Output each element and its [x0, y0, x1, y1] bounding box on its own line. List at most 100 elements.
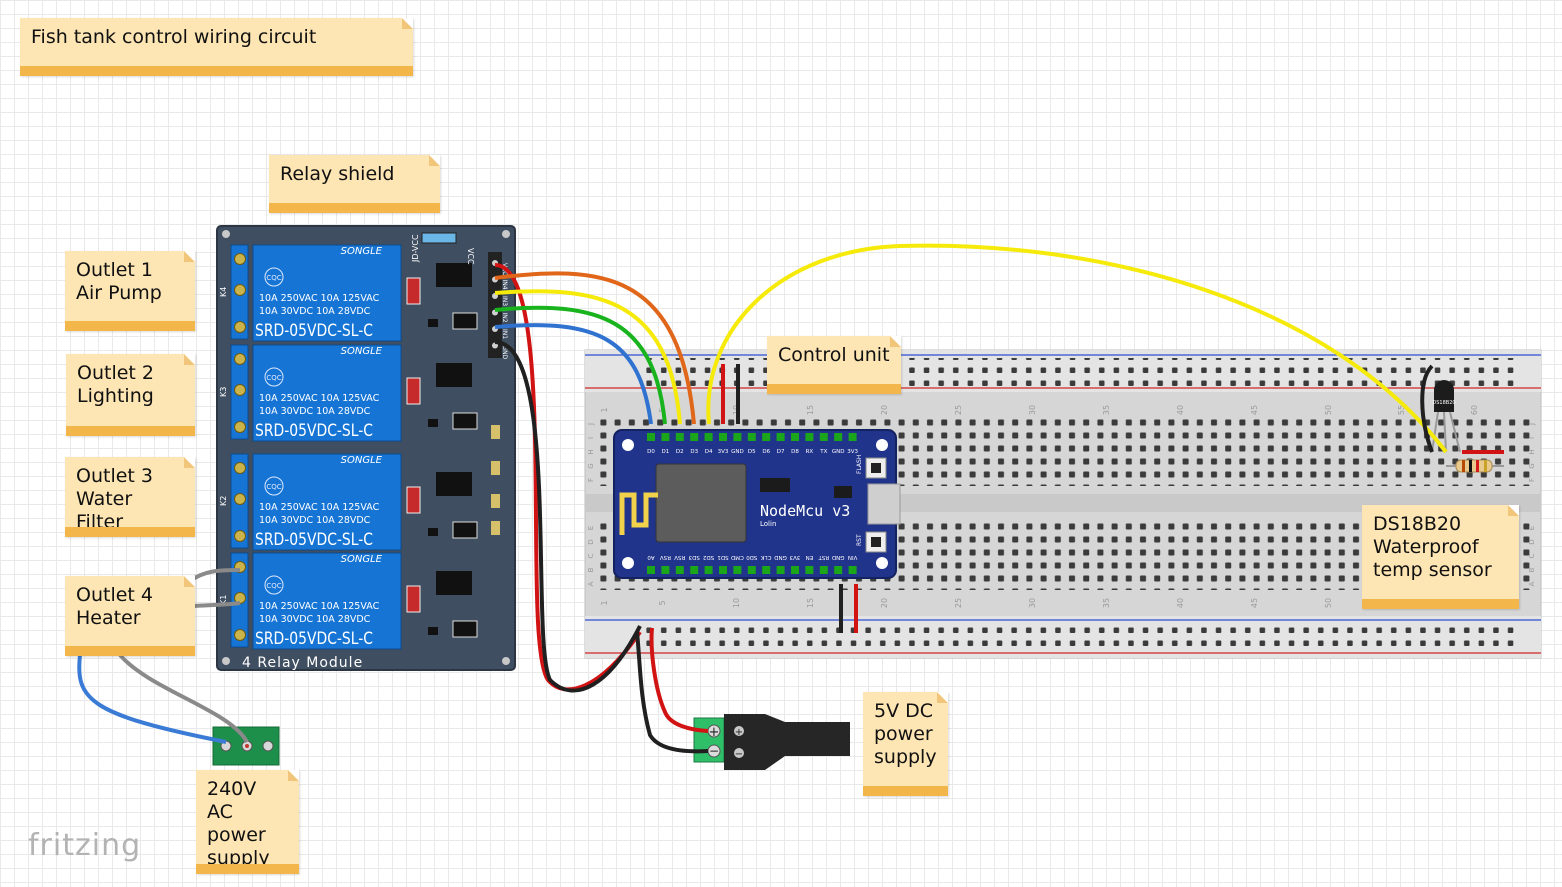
mcu-pin[interactable] — [675, 566, 684, 574]
relay-channel-label: K1 — [219, 595, 228, 605]
screw-icon[interactable] — [234, 493, 246, 505]
row-letter: A — [587, 581, 595, 586]
mcu-pin[interactable] — [805, 566, 814, 574]
mcu-pin[interactable] — [747, 433, 756, 441]
screw-icon[interactable] — [234, 421, 246, 433]
mcu-pin-label: D7 — [777, 449, 785, 455]
usb-port[interactable] — [867, 483, 901, 525]
mcu-pin-label: SD1 — [717, 554, 728, 560]
mount-hole — [876, 557, 888, 569]
wire-heater-gray-2[interactable] — [192, 601, 241, 608]
wire-ac-blue[interactable] — [77, 654, 227, 744]
mcu-pin[interactable] — [834, 433, 843, 441]
column-number: 1 — [600, 600, 609, 605]
mcu-pin[interactable] — [704, 566, 713, 574]
row-letter: E — [587, 526, 595, 530]
column-number: 35 — [1102, 405, 1111, 415]
mcu-pin[interactable] — [719, 433, 727, 441]
mcu-pin[interactable] — [647, 433, 655, 441]
mcu-pin[interactable] — [848, 566, 857, 574]
screw-icon[interactable] — [234, 462, 246, 474]
screw-icon[interactable] — [234, 530, 246, 542]
wire-gnd-black[interactable] — [494, 340, 642, 693]
outlet1-note: Outlet 1 Air Pump — [65, 251, 195, 331]
relay-rating-ac: 10A 250VAC 10A 125VAC — [259, 601, 380, 612]
row-letter: G — [587, 463, 595, 468]
mcu-pin[interactable] — [791, 566, 799, 574]
mcu-pin-label: 3V3 — [847, 449, 858, 455]
screw-icon[interactable] — [234, 253, 246, 265]
screw-icon[interactable] — [234, 353, 246, 365]
wire-dc-plus[interactable] — [649, 627, 709, 733]
wire-ac-gray[interactable] — [118, 653, 249, 744]
relay-cert: CQC — [266, 274, 281, 282]
screw-icon[interactable] — [234, 384, 246, 396]
smd-cap — [491, 425, 500, 439]
mcu-pin[interactable] — [690, 566, 699, 574]
mcu-pin[interactable] — [819, 566, 828, 574]
mcu-pin[interactable] — [719, 566, 727, 574]
mcu-pin[interactable] — [848, 433, 857, 441]
ac-supply-note: 240V AC power supply — [196, 770, 299, 874]
screw-icon[interactable] — [234, 284, 246, 296]
mcu-pin[interactable] — [704, 433, 713, 441]
header-pin-label: IN4 — [501, 280, 508, 290]
mcu-pin[interactable] — [805, 433, 814, 441]
mcu-pin[interactable] — [675, 433, 684, 441]
mcu-pin[interactable] — [747, 566, 756, 574]
mcu-pin[interactable] — [762, 566, 771, 574]
cqc-mark-icon — [264, 367, 284, 387]
mcu-pin[interactable] — [733, 433, 742, 441]
rst-label: RST — [856, 534, 863, 546]
row-letter: G — [1528, 463, 1536, 468]
jd-vcc-jumper[interactable] — [421, 232, 457, 244]
relay-body — [252, 552, 402, 650]
pullup-resistor — [1446, 459, 1504, 473]
mcu-pin[interactable] — [776, 433, 785, 441]
mcu-pin[interactable] — [647, 566, 655, 574]
mcu-pin[interactable] — [762, 433, 771, 441]
wire-in3-yellow[interactable] — [494, 289, 682, 425]
mcu-pin[interactable] — [819, 433, 828, 441]
mcu-pin-label: D3 — [690, 449, 698, 455]
wire-in2-green[interactable] — [494, 305, 667, 425]
mcu-pin-label: D4 — [705, 449, 713, 455]
column-number: 55 — [1397, 405, 1406, 415]
wire-sensor-data-yellow[interactable] — [706, 243, 1448, 454]
mcu-pin-label: RST — [818, 554, 829, 560]
relay-rating-dc: 10A 30VDC 10A 28VDC — [259, 406, 371, 417]
mcu-pin[interactable] — [690, 433, 699, 441]
mcu-pin[interactable] — [661, 566, 670, 574]
mcu-pin[interactable] — [776, 566, 785, 574]
row-letter: J — [587, 423, 595, 426]
relay-channel-label: K4 — [219, 287, 228, 297]
wire-vcc-red[interactable] — [494, 263, 642, 692]
mcu-pin-label: TX — [819, 449, 827, 455]
row-letter: I — [587, 437, 595, 439]
row-letter: F — [587, 478, 595, 482]
mcu-pin[interactable] — [733, 566, 742, 574]
svg-text:−: − — [735, 749, 743, 760]
mcu-pin-label: 3V3 — [789, 554, 800, 560]
mcu-pin[interactable] — [791, 433, 799, 441]
mcu-pin-label: D1 — [662, 449, 670, 455]
wire-in4-orange[interactable] — [494, 271, 696, 425]
row-letter: C — [587, 553, 595, 558]
esp-module-shield — [655, 463, 747, 543]
relay-body — [252, 344, 402, 442]
screw-icon[interactable] — [234, 629, 246, 641]
screw-icon[interactable] — [234, 321, 246, 333]
nodemcu-maker: Lolin — [760, 520, 776, 528]
row-letter: F — [1528, 478, 1536, 482]
mcu-pin[interactable] — [834, 566, 843, 574]
wire-sensor-gnd[interactable] — [1420, 364, 1434, 453]
mcu-pin[interactable] — [661, 433, 670, 441]
wire-in1-blue[interactable] — [494, 323, 653, 425]
row-letter: B — [1528, 567, 1536, 572]
wire-dc-minus[interactable] — [635, 631, 709, 754]
relay-brand: SONGLE — [341, 554, 383, 565]
row-letter: D — [1528, 539, 1536, 544]
optocoupler — [436, 571, 472, 595]
column-number: 5 — [658, 600, 667, 605]
